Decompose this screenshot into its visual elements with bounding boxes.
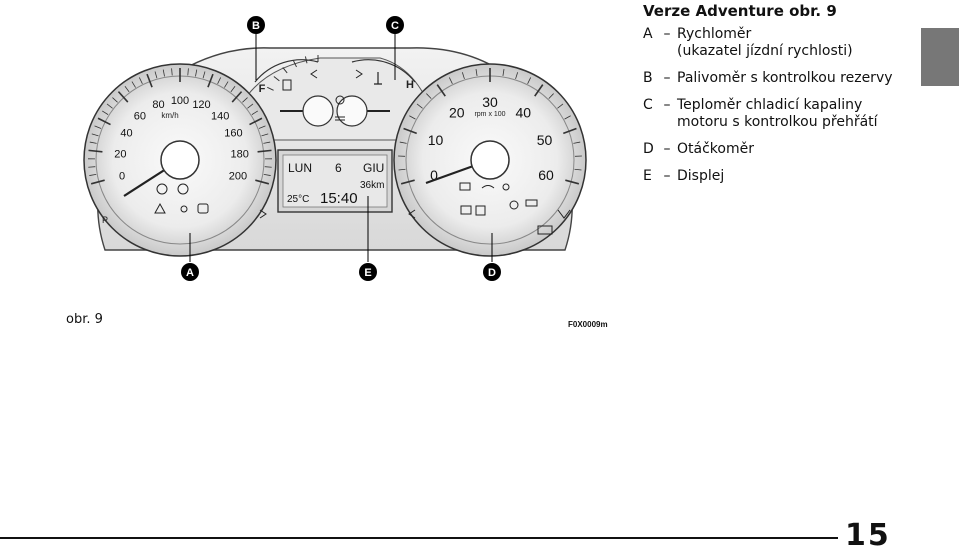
speedometer-unit: km/h — [161, 111, 178, 120]
legend-dash: – — [657, 26, 677, 43]
speedometer-tick-label: 160 — [224, 128, 242, 140]
legend-text: Teploměr chladicí kapaliny — [677, 97, 862, 113]
fuel-gauge-hub — [303, 96, 333, 126]
legend-heading: Verze Adventure obr. 9 — [643, 2, 837, 20]
legend-text: Rychloměr — [677, 26, 751, 42]
callout-d: D — [488, 267, 496, 279]
legend-text: Otáčkoměr — [677, 141, 754, 157]
speedometer-tick-label: 100 — [171, 95, 189, 107]
tachometer-unit: rpm x 100 — [474, 111, 505, 118]
speedometer-tick-label: 120 — [192, 99, 210, 111]
display-temperature: 25°C — [287, 194, 309, 205]
speedometer-tick-label: 20 — [114, 149, 126, 161]
speedometer-minor-tick — [88, 167, 95, 168]
legend-letter: A — [643, 26, 657, 43]
parking-brake-label: P — [102, 215, 108, 225]
speedometer-minor-tick — [265, 167, 272, 168]
legend-item-a-continued: (ukazatel jízdní rychlosti) — [677, 43, 853, 59]
speedometer-tick-label: 140 — [211, 110, 229, 122]
legend-letter: E — [643, 168, 657, 185]
speedometer-tick-label: 180 — [230, 149, 248, 161]
speedometer-tick-label: 200 — [229, 170, 247, 182]
display-distance: 36km — [360, 180, 384, 191]
legend-item-b: B–Palivoměr s kontrolkou rezervy — [643, 70, 893, 87]
speedometer-tick-label: 60 — [134, 110, 146, 122]
legend-item-c: C–Teploměr chladicí kapaliny — [643, 97, 862, 114]
legend-dash: – — [657, 97, 677, 114]
lcd-display: LUN 6 GIU 36km 25°C 15:40 — [278, 150, 392, 212]
legend-dash: – — [657, 70, 677, 87]
legend-dash: – — [657, 168, 677, 185]
page-number: 15 — [845, 518, 891, 553]
tachometer-tick-label: 40 — [515, 104, 531, 120]
footer-rule — [0, 537, 838, 539]
legend-item-e: E–Displej — [643, 168, 724, 185]
legend-dash: – — [657, 141, 677, 158]
tachometer-hub — [471, 141, 509, 179]
tachometer-tick-label: 60 — [538, 167, 554, 183]
fuel-gauge-full-label: F — [259, 83, 266, 95]
callout-c: C — [391, 20, 399, 32]
tachometer-tick-label: 10 — [428, 132, 444, 148]
legend-item-d: D–Otáčkoměr — [643, 141, 754, 158]
chapter-tab — [921, 28, 959, 86]
display-month: GIU — [363, 161, 384, 175]
callout-e: E — [364, 267, 371, 279]
legend-item-a: A–Rychloměr — [643, 26, 751, 43]
speedometer-tick-label: 80 — [152, 99, 164, 111]
temperature-gauge-hub — [337, 96, 367, 126]
tachometer-tick-label: 30 — [482, 94, 498, 110]
legend-letter: C — [643, 97, 657, 114]
legend-text: Displej — [677, 168, 724, 184]
speedometer-tick-label: 0 — [119, 170, 125, 182]
legend-letter: D — [643, 141, 657, 158]
display-time: 15:40 — [320, 190, 358, 207]
speedometer-hub — [161, 141, 199, 179]
display-day: LUN — [288, 161, 312, 175]
callout-b: B — [252, 20, 260, 32]
temperature-hot-label: H — [406, 79, 414, 91]
legend-text: Palivoměr s kontrolkou rezervy — [677, 70, 893, 86]
display-date-day: 6 — [335, 161, 342, 175]
legend-letter: B — [643, 70, 657, 87]
figure-caption: obr. 9 — [66, 312, 103, 327]
speedometer-tick-label: 40 — [120, 128, 132, 140]
tachometer-tick-label: 50 — [537, 132, 553, 148]
legend-item-c-continued: motoru s kontrolkou přehřátí — [677, 114, 878, 130]
tachometer-tick-label: 20 — [449, 104, 465, 120]
figure-code: F0X0009m — [568, 320, 608, 329]
callout-a: A — [186, 267, 194, 279]
